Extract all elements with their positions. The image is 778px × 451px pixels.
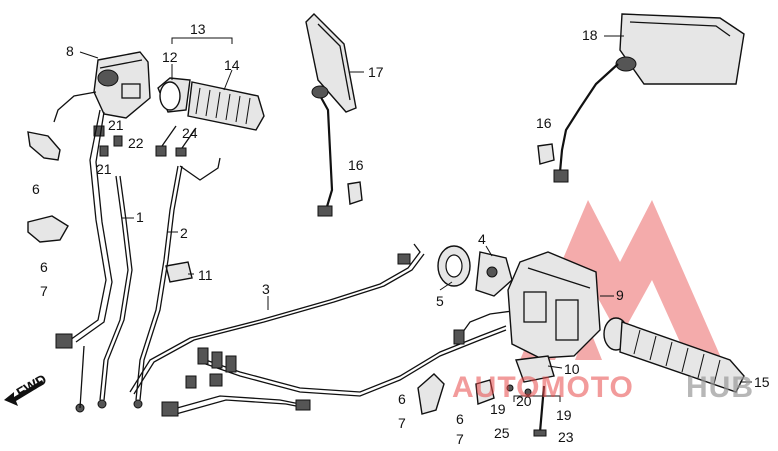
label-25: 25 [494, 425, 510, 441]
fwd-label: FWD [14, 371, 50, 401]
left-clamps [27, 131, 69, 243]
label-5: 5 [436, 293, 444, 309]
left-grip [157, 77, 265, 131]
label-14: 14 [224, 57, 240, 73]
fwd-arrow-icon [4, 380, 44, 406]
right-mirror [537, 13, 745, 183]
long-cable [129, 243, 425, 395]
leader-lines [79, 35, 752, 402]
label-21-bottom: 21 [96, 161, 112, 177]
label-12: 12 [162, 49, 178, 65]
label-22: 22 [128, 135, 144, 151]
label-16-right: 16 [536, 115, 552, 131]
wiring-harness [161, 309, 521, 417]
label-6-left-top: 6 [32, 181, 40, 197]
label-11: 11 [198, 267, 213, 283]
throttle-pulley [437, 245, 513, 297]
label-6-left-bottom: 6 [40, 259, 48, 275]
right-clamps-and-bolts [417, 373, 547, 437]
label-7-right-b: 7 [456, 431, 464, 447]
label-7-left: 7 [40, 283, 48, 299]
left-cables [55, 109, 221, 413]
right-switch-housing [507, 251, 601, 383]
label-2: 2 [180, 225, 188, 241]
left-mirror [305, 13, 363, 217]
label-8: 8 [66, 43, 74, 59]
label-10: 10 [564, 361, 580, 377]
right-grip [603, 317, 745, 393]
label-23: 23 [558, 429, 574, 445]
label-19-left: 19 [490, 401, 506, 417]
label-18: 18 [582, 27, 598, 43]
left-switch-housing [53, 51, 151, 123]
label-6-right-a: 6 [398, 391, 406, 407]
label-17: 17 [368, 64, 384, 80]
label-21-top: 21 [108, 117, 124, 133]
label-24: 24 [182, 125, 198, 141]
label-1: 1 [136, 209, 144, 225]
watermark-text-hub: HUB [686, 371, 754, 404]
label-19-right: 19 [556, 407, 572, 423]
small-fittings [93, 125, 197, 283]
label-15: 15 [754, 374, 770, 390]
label-6-right-b: 6 [456, 411, 464, 427]
label-16-left: 16 [348, 157, 364, 173]
label-3: 3 [262, 281, 270, 297]
label-20: 20 [516, 393, 532, 409]
label-7-right-a: 7 [398, 415, 406, 431]
label-13: 13 [190, 21, 206, 37]
callout-labels: 8 13 12 14 17 18 16 16 21 21 22 24 6 6 7… [32, 21, 770, 447]
watermark-text-automoto: AUTOMOTO [452, 371, 634, 404]
label-4: 4 [478, 231, 486, 247]
label-9: 9 [616, 287, 624, 303]
